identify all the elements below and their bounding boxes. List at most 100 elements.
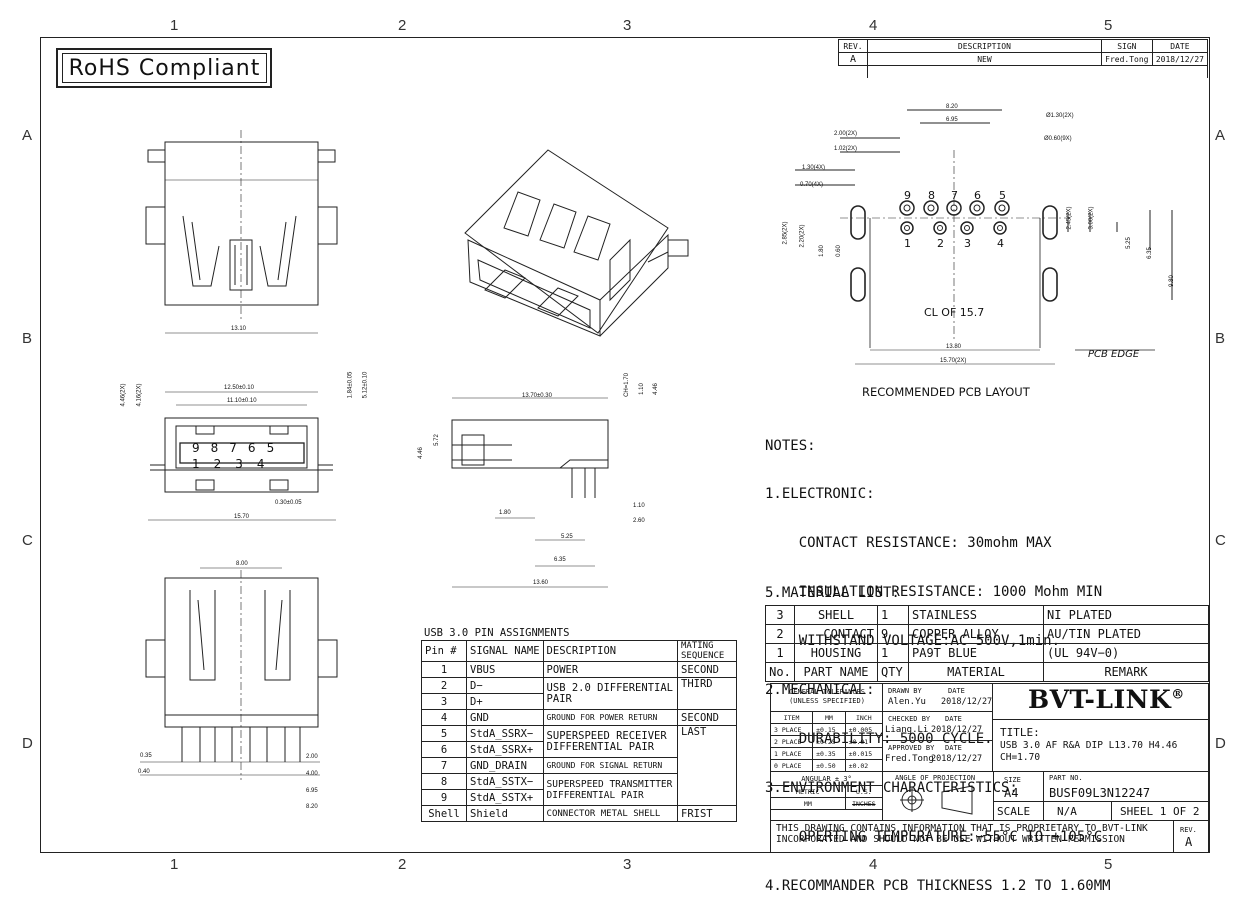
- pin-cell: 2: [421, 677, 467, 694]
- dim-bottom-6: 6.95: [306, 788, 318, 794]
- sheet-value: SHEEL 1 OF 2: [1120, 805, 1200, 818]
- checked-date: 2018/12/27: [931, 725, 983, 735]
- pcb-pin-3: 3: [964, 237, 971, 250]
- scale-label: SCALE: [997, 805, 1031, 818]
- zone-col-1-bottom: 1: [170, 856, 179, 873]
- notes-line: INSULATION RESISTANCE: 1000 Mohm MIN: [765, 584, 1103, 601]
- zone-row-a-right: A: [1215, 127, 1226, 144]
- signal-cell: GND: [466, 709, 544, 726]
- table-row: 1 HOUSING 1 PA9T BLUE (UL 94V−0): [765, 643, 1209, 663]
- dim-side-7: 1.80: [499, 510, 511, 516]
- approved-date: 2018/12/27: [931, 754, 983, 764]
- pin-cell: 8: [421, 773, 467, 790]
- signal-cell: VBUS: [466, 661, 544, 678]
- front-pin-7: 7: [229, 441, 248, 455]
- part-header: PART NAME: [794, 662, 878, 682]
- approved-by-label: APPROVED BY: [888, 744, 935, 752]
- pcb-dim-17: 9.80: [1168, 275, 1175, 287]
- zone-col-2: 2: [398, 17, 407, 34]
- inches-label: INCHES: [844, 797, 884, 810]
- material-header: MATERIAL: [908, 662, 1044, 682]
- angular-tolerance: ANGULAR ± 3°: [770, 771, 883, 786]
- pcb-dim-16: 6.35: [1146, 247, 1153, 259]
- qty-cell: 1: [877, 643, 909, 663]
- bottom-view: [140, 567, 338, 780]
- material-list-title: 5.MATERIAL LIST:: [765, 585, 900, 601]
- rohs-label: RoHS Compliant: [62, 53, 267, 83]
- table-row: 3 SHELL 1 STAINLESS NI PLATED: [765, 605, 1209, 625]
- dim-front-5: 1.84±0.05: [347, 371, 354, 399]
- dim-bottom-1: 8.00: [236, 561, 248, 567]
- mechanical-drawings: [140, 109, 1173, 815]
- description-col-header: DESCRIPTION: [542, 640, 679, 662]
- checked-by: Liang.Li: [885, 725, 929, 735]
- pcb-dim-2: 6.95: [946, 117, 958, 123]
- pcb-dim-3: 2.00(2X): [834, 131, 858, 137]
- registered-mark: ®: [1171, 687, 1185, 703]
- notes-line: CONTACT RESISTANCE: 30mohm MAX: [765, 535, 1052, 552]
- pcb-edge-label: PCB EDGE: [1088, 349, 1140, 360]
- front-pin-6: 6: [247, 441, 267, 455]
- front-view: [148, 391, 336, 521]
- approved-date-label: DATE: [945, 744, 962, 752]
- tol-cell: 3 PLACE: [769, 723, 814, 736]
- date-value: 2018/12/27: [1151, 52, 1209, 66]
- signal-cell: StdA_SSRX−: [466, 725, 544, 742]
- front-bottom-pins: 1234: [192, 457, 279, 471]
- signal-cell: D+: [466, 693, 544, 710]
- pin-cell: Shell: [421, 805, 467, 822]
- dim-side-6: 4.46: [417, 447, 424, 459]
- zone-col-1: 1: [170, 17, 179, 34]
- tol-inch-header: INCH: [844, 711, 884, 724]
- dim-side-2: CH=1.70: [623, 373, 630, 397]
- front-pin-9: 9: [192, 441, 211, 455]
- no-cell: 3: [765, 605, 795, 625]
- seq-cell: THIRD: [677, 677, 737, 710]
- pcb-pin-4: 4: [997, 237, 1004, 250]
- isometric-view: [464, 149, 689, 337]
- qty-cell: 1: [877, 605, 909, 625]
- remark-cell: NI PLATED: [1043, 605, 1209, 625]
- zone-col-2-bottom: 2: [398, 856, 407, 873]
- tol-cell: 0 PLACE: [769, 759, 814, 772]
- seq-cell: LAST: [677, 725, 737, 806]
- pcb-layout-title: RECOMMENDED PCB LAYOUT: [862, 385, 1030, 399]
- zone-col-5-bottom: 5: [1104, 856, 1113, 873]
- seq-cell: SECOND: [677, 709, 737, 726]
- no-cell: 1: [765, 643, 795, 663]
- us-label: U.S.: [844, 785, 884, 798]
- mating-header: MATING SEQUENCE: [677, 640, 737, 662]
- pin-cell: 9: [421, 789, 467, 806]
- dim-side-3: 1.10: [638, 383, 645, 395]
- remark-cell: AU/TIN PLATED: [1043, 624, 1209, 644]
- pcb-dim-6: 0.70(4X): [800, 182, 824, 188]
- pin-assignment-table: Pin # SIGNAL NAME DESCRIPTION MATING SEQ…: [421, 640, 737, 822]
- tol-cell: 2 PLACE: [769, 735, 814, 748]
- pcb-pin-8: 8: [928, 189, 935, 202]
- dim-side-12: 13.60: [533, 580, 549, 586]
- pin-cell: 3: [421, 693, 467, 710]
- dim-front-8: 15.70: [234, 514, 250, 520]
- drawn-by-label: DRAWN BY: [888, 687, 922, 695]
- front-pin-2: 2: [213, 457, 236, 471]
- pcb-pin-2: 2: [937, 237, 944, 250]
- pcb-dim-14: 3.00(2X): [1088, 206, 1095, 230]
- tol-cell: 1 PLACE: [769, 747, 814, 760]
- dim-side-1: 13.70±0.30: [522, 393, 552, 399]
- front-pin-4: 4: [256, 457, 279, 471]
- no-cell: 2: [765, 624, 795, 644]
- dim-front-2: 11.10±0.10: [227, 398, 257, 404]
- approved-by: Fred.Tong: [885, 754, 934, 764]
- title-line-2: CH=1.70: [1000, 752, 1041, 763]
- front-top-pins: 98765: [192, 441, 285, 455]
- dim-side-5: 5.72: [433, 434, 440, 446]
- dim-front-7: 0.30±0.05: [275, 500, 302, 506]
- title-line-1: USB 3.0 AF R&A DIP L13.70 H4.46: [1000, 740, 1178, 751]
- drawn-date: 2018/12/27: [941, 697, 993, 707]
- signal-cell: GND_DRAIN: [466, 757, 544, 774]
